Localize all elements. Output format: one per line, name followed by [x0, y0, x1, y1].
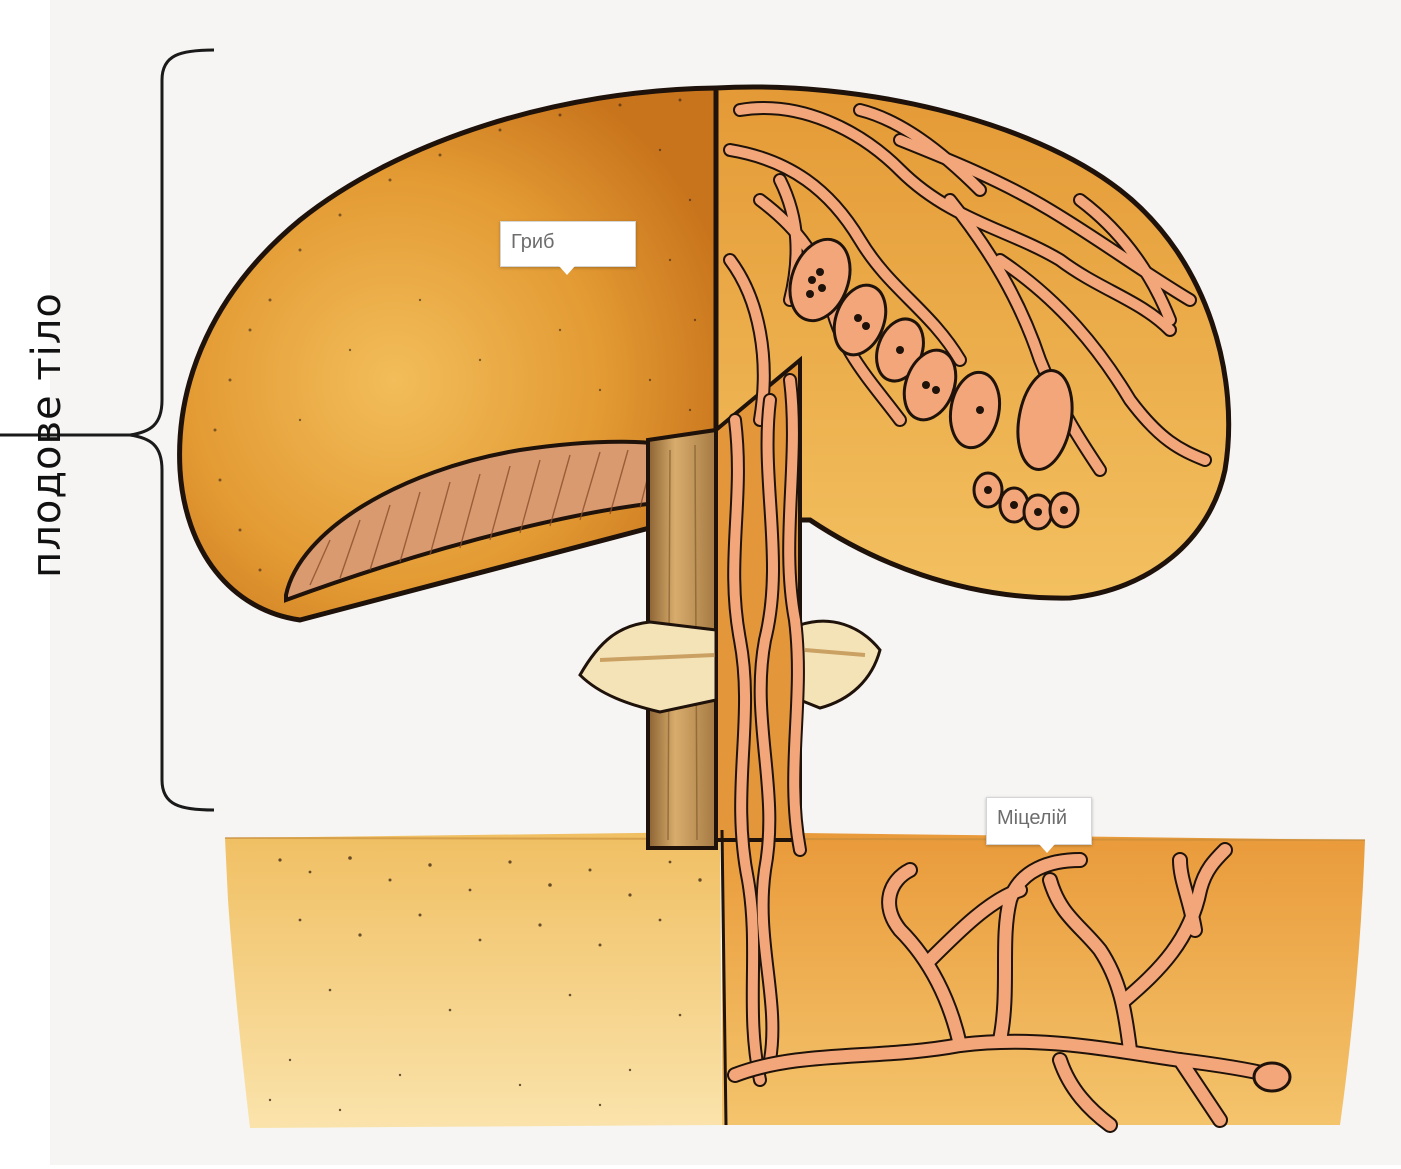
mushroom-callout: Гриб	[500, 221, 636, 267]
mycelium-callout: Міцелій	[986, 797, 1092, 845]
fruit-body-label: плодове тіло	[24, 292, 70, 578]
